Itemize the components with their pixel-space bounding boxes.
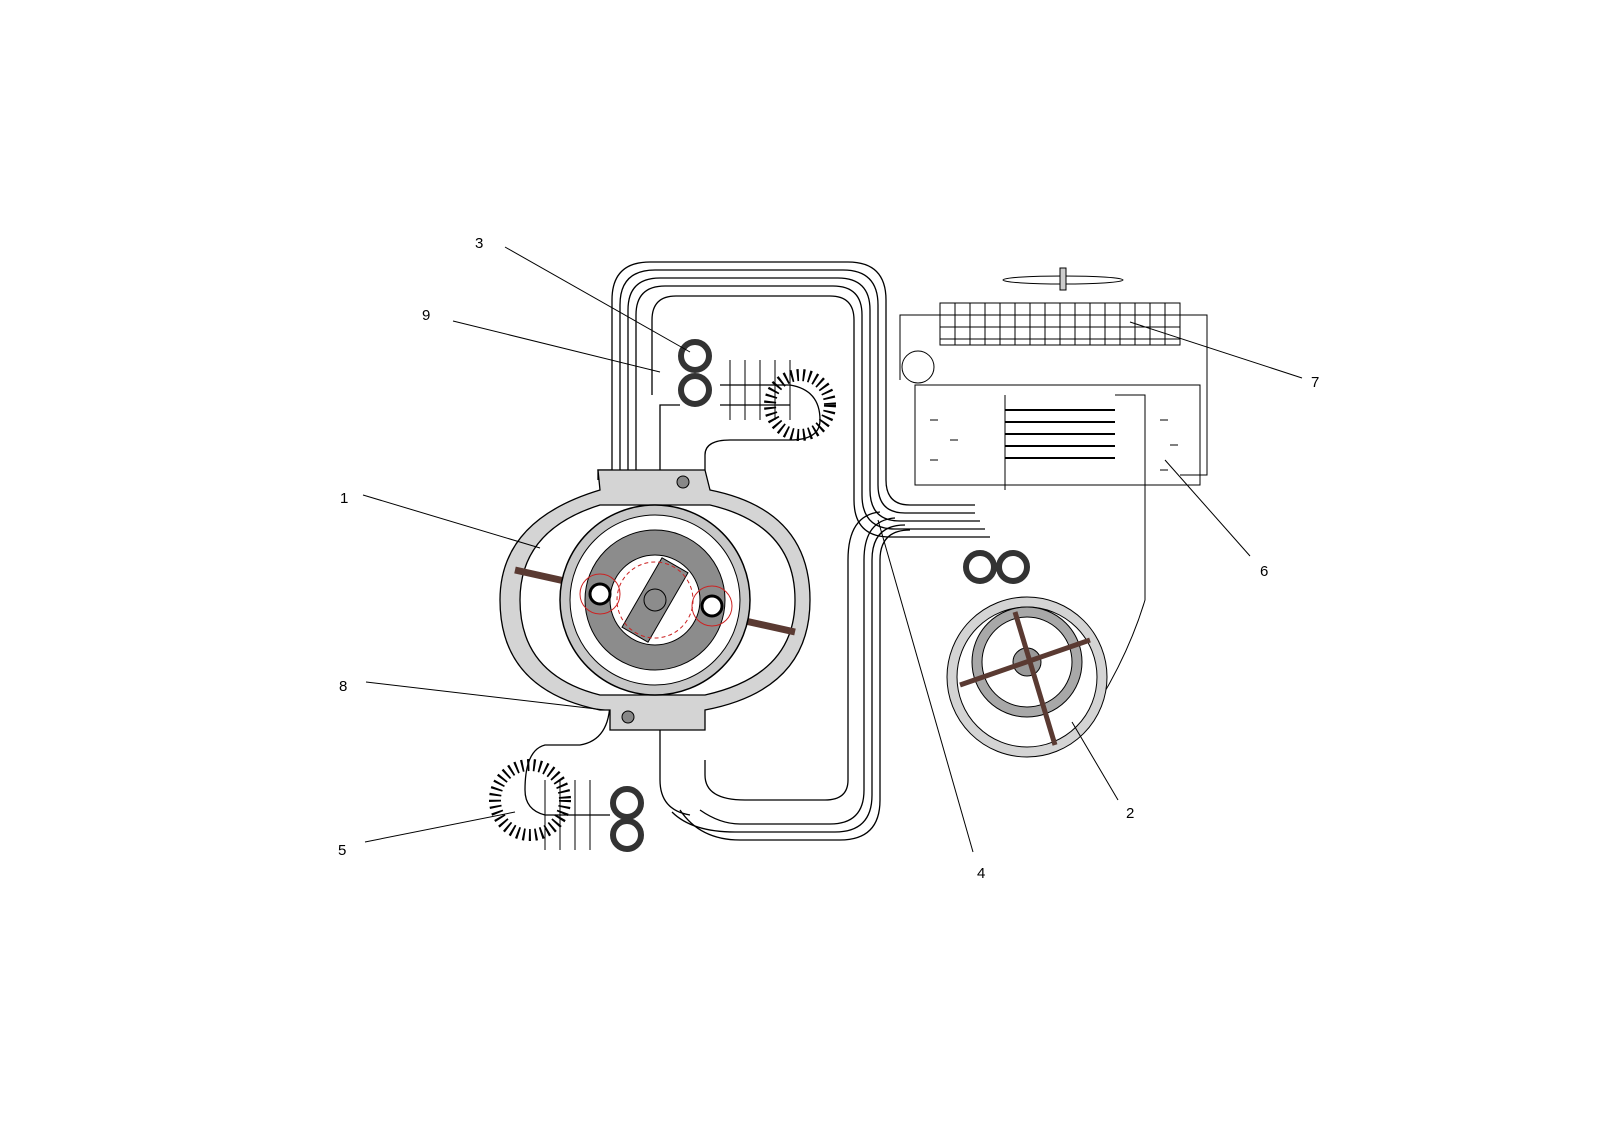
gear-pairs xyxy=(610,339,1030,852)
label-8: 8 xyxy=(339,678,348,695)
label-9: 9 xyxy=(422,307,431,324)
label-2: 2 xyxy=(1126,805,1135,822)
valves xyxy=(621,475,690,724)
label-5: 5 xyxy=(338,842,347,859)
label-3: 3 xyxy=(475,235,484,252)
leader-lines xyxy=(362,246,1303,853)
label-6: 6 xyxy=(1260,563,1269,580)
label-4: 4 xyxy=(977,865,986,882)
label-1: 1 xyxy=(340,490,349,507)
radial-fins xyxy=(489,360,836,850)
pump-wheel xyxy=(946,596,1108,758)
radiator xyxy=(899,267,1208,476)
tank xyxy=(914,384,1201,701)
pipe-bundle xyxy=(611,261,990,841)
housing xyxy=(499,469,811,731)
label-7: 7 xyxy=(1311,374,1320,391)
